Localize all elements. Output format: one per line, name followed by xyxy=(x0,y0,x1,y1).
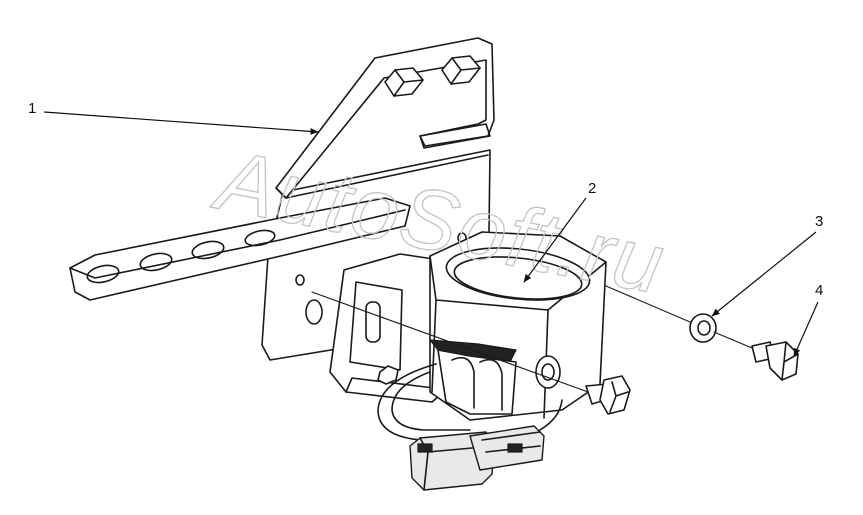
callout-1: 1 xyxy=(28,100,319,135)
washer xyxy=(605,285,717,343)
callout-2: 2 xyxy=(523,180,596,283)
sensor-housing xyxy=(311,231,631,491)
bolt xyxy=(713,331,799,381)
callout-label-2: 2 xyxy=(588,180,596,197)
electrical-connector xyxy=(409,425,545,491)
callout-3: 3 xyxy=(711,213,823,317)
callout-label-1: 1 xyxy=(28,100,36,117)
callout-label-3: 3 xyxy=(815,213,823,230)
mounting-bracket xyxy=(69,37,495,361)
callout-label-4: 4 xyxy=(815,282,823,299)
callout-4: 4 xyxy=(793,282,823,357)
